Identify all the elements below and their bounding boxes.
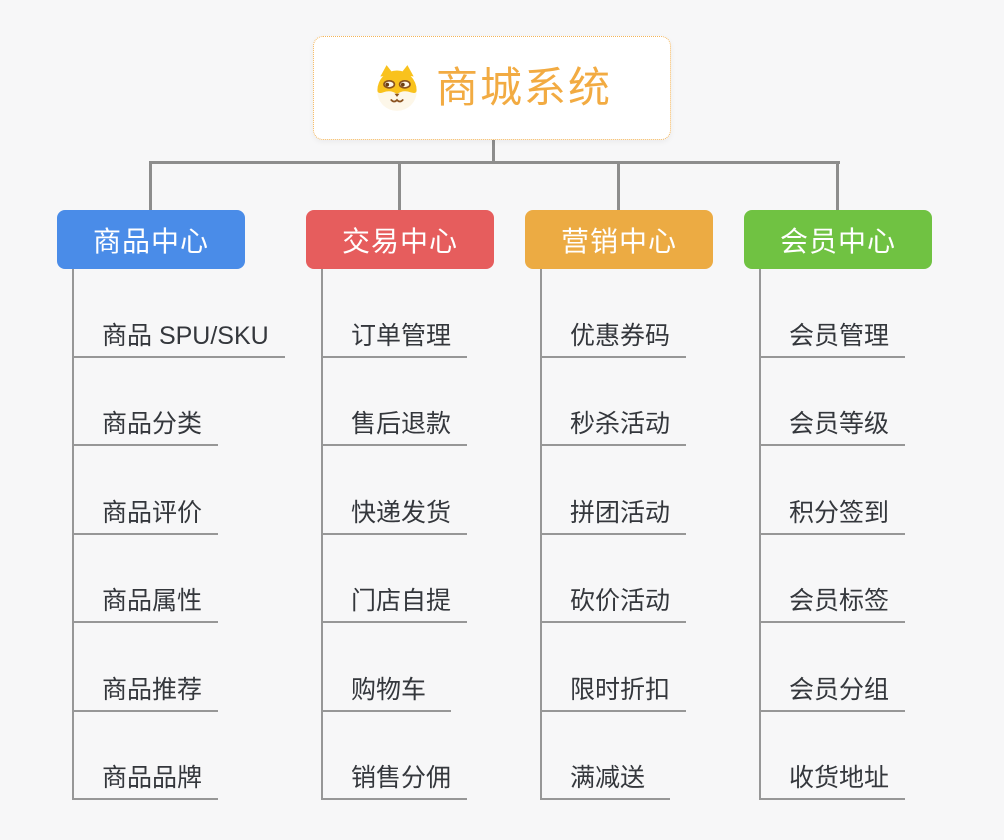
leaf-label: 销售分佣 (351, 764, 452, 793)
connector-drop-trade (398, 161, 401, 210)
leaf-label: 商品品牌 (102, 764, 203, 793)
leaf-label: 售后退款 (351, 410, 452, 439)
leaf-node-coupon-code[interactable]: 优惠券码 (542, 269, 687, 358)
leaf-node-express-delivery[interactable]: 快递发货 (323, 446, 468, 535)
leaf-label: 限时折扣 (570, 675, 671, 704)
leaf-node-flash-sale[interactable]: 秒杀活动 (542, 358, 687, 446)
leaf-node-limited-time-discount[interactable]: 限时折扣 (542, 623, 687, 712)
leaf-label: 商品分类 (102, 410, 203, 439)
leaf-node-aftersale-refund[interactable]: 售后退款 (323, 358, 468, 446)
leaf-label: 秒杀活动 (570, 410, 671, 439)
leaf-label: 积分签到 (789, 498, 890, 527)
shiba-dog-icon (377, 65, 417, 111)
leaf-column-trade: 订单管理 售后退款 快递发货 门店自提 购物车 销售分佣 (321, 269, 468, 800)
leaf-node-product-brand[interactable]: 商品品牌 (74, 712, 219, 800)
leaf-label: 会员分组 (789, 675, 890, 704)
leaf-label: 会员等级 (789, 410, 890, 439)
leaf-column-product: 商品 SPU/SKU 商品分类 商品评价 商品属性 商品推荐 商品品牌 (72, 269, 285, 800)
branch-label: 会员中心 (779, 225, 896, 257)
leaf-node-product-review[interactable]: 商品评价 (74, 446, 219, 535)
connector-drop-marketing (617, 161, 620, 210)
root-title: 商城系统 (435, 64, 612, 111)
branch-node-marketing-center[interactable]: 营销中心 (525, 210, 713, 269)
leaf-node-shopping-cart[interactable]: 购物车 (323, 623, 451, 712)
connector-bus (150, 161, 840, 164)
leaf-column-member: 会员管理 会员等级 积分签到 会员标签 会员分组 收货地址 (759, 269, 906, 800)
connector-drop-product (149, 161, 152, 210)
branch-node-trade-center[interactable]: 交易中心 (306, 210, 494, 269)
leaf-label: 商品评价 (102, 498, 203, 527)
leaf-column-marketing: 优惠券码 秒杀活动 拼团活动 砍价活动 限时折扣 满减送 (540, 269, 687, 800)
leaf-label: 优惠券码 (570, 321, 671, 350)
leaf-node-product-category[interactable]: 商品分类 (74, 358, 219, 446)
connector-drop-member (836, 161, 839, 210)
leaf-label: 砍价活动 (570, 587, 671, 616)
branch-node-member-center[interactable]: 会员中心 (744, 210, 932, 269)
leaf-label: 购物车 (351, 675, 427, 704)
leaf-node-product-spu-sku[interactable]: 商品 SPU/SKU (74, 269, 285, 358)
leaf-label: 门店自提 (351, 587, 452, 616)
leaf-node-store-pickup[interactable]: 门店自提 (323, 535, 468, 623)
leaf-node-group-buy[interactable]: 拼团活动 (542, 446, 687, 535)
leaf-node-member-level[interactable]: 会员等级 (761, 358, 906, 446)
leaf-node-sales-commission[interactable]: 销售分佣 (323, 712, 468, 800)
leaf-label: 商品 SPU/SKU (102, 321, 269, 350)
leaf-node-shipping-address[interactable]: 收货地址 (761, 712, 906, 800)
leaf-label: 会员标签 (789, 587, 890, 616)
leaf-node-member-group[interactable]: 会员分组 (761, 623, 906, 712)
leaf-node-points-checkin[interactable]: 积分签到 (761, 446, 906, 535)
branch-label: 商品中心 (92, 225, 209, 257)
leaf-label: 收货地址 (789, 764, 890, 793)
leaf-node-full-reduction[interactable]: 满减送 (542, 712, 670, 800)
root-node-mall-system[interactable]: 商城系统 (313, 36, 671, 140)
leaf-label: 会员管理 (789, 321, 890, 350)
leaf-label: 订单管理 (351, 321, 452, 350)
leaf-label: 拼团活动 (570, 498, 671, 527)
leaf-node-order-management[interactable]: 订单管理 (323, 269, 468, 358)
branch-label: 营销中心 (560, 225, 677, 257)
leaf-label: 满减送 (570, 764, 646, 793)
leaf-node-member-tag[interactable]: 会员标签 (761, 535, 906, 623)
leaf-label: 商品属性 (102, 587, 203, 616)
connector-root-stem (492, 140, 495, 162)
leaf-node-product-attribute[interactable]: 商品属性 (74, 535, 219, 623)
leaf-label: 商品推荐 (102, 675, 203, 704)
leaf-node-bargain-activity[interactable]: 砍价活动 (542, 535, 687, 623)
leaf-label: 快递发货 (351, 498, 452, 527)
branch-label: 交易中心 (341, 225, 458, 257)
leaf-node-product-recommend[interactable]: 商品推荐 (74, 623, 219, 712)
leaf-node-member-management[interactable]: 会员管理 (761, 269, 906, 358)
branch-node-product-center[interactable]: 商品中心 (57, 210, 245, 269)
